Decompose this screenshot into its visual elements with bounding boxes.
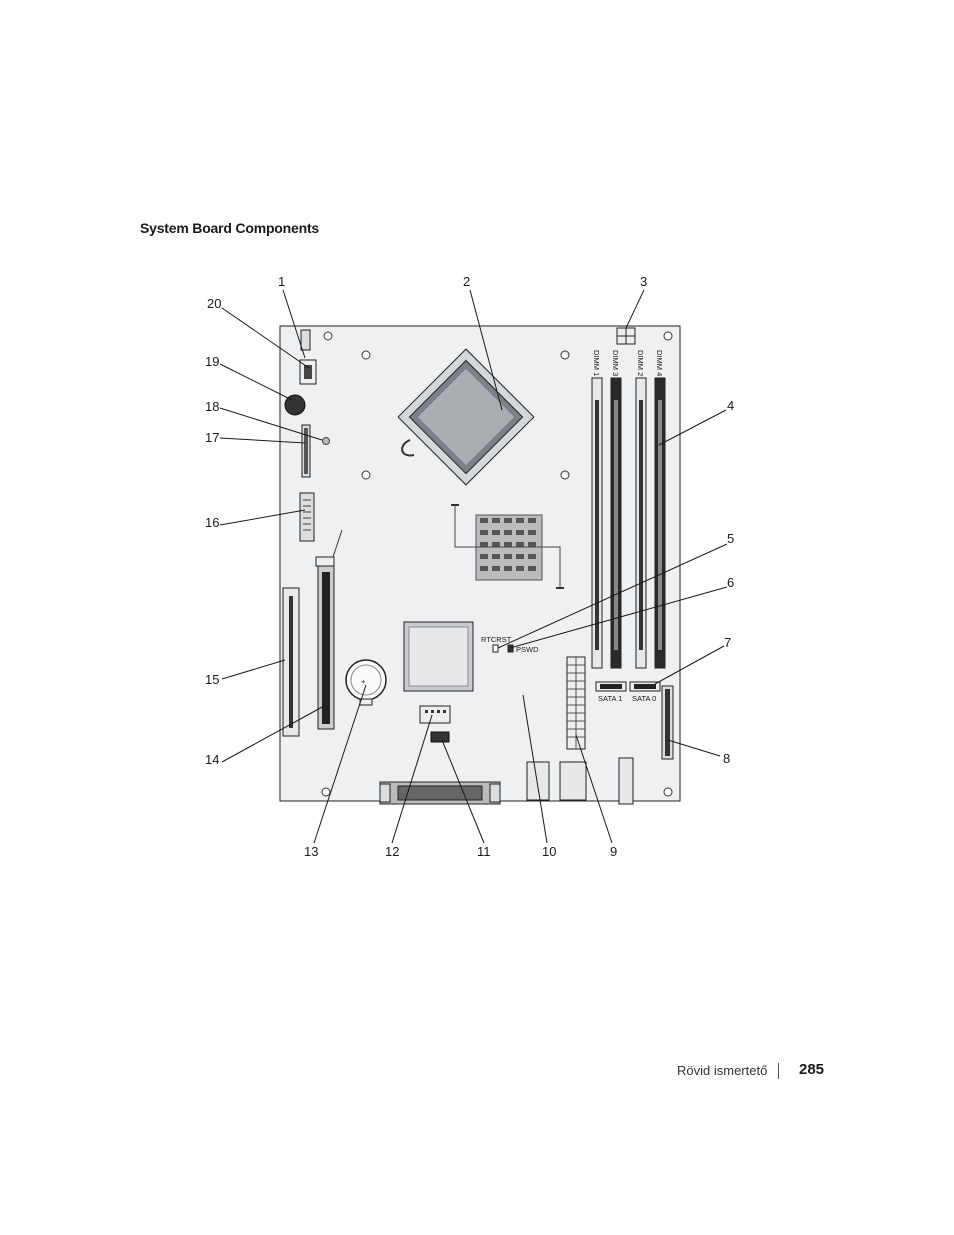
sata0-label: SATA 0: [632, 694, 656, 703]
callout-14: 14: [205, 752, 219, 767]
callout-1: 1: [278, 274, 285, 289]
page-number: 285: [799, 1061, 825, 1078]
callout-lines: [219, 289, 728, 844]
header-16: [299, 492, 315, 542]
callout-12: 12: [385, 844, 399, 859]
callout-8: 8: [723, 751, 730, 766]
header-12: [419, 705, 451, 724]
callout-20: 20: [207, 296, 221, 311]
pswd-jumper: [507, 644, 514, 653]
socket-lever: [401, 439, 415, 457]
usb-connector-b: [559, 761, 587, 801]
front-panel-connector: [300, 329, 311, 351]
led-18: [322, 437, 330, 445]
callout-16: 16: [205, 515, 219, 530]
callout-13: 13: [304, 844, 318, 859]
processor-socket: [397, 348, 535, 486]
footer-title: Rövid ismertető: [677, 1063, 768, 1078]
callout-17: 17: [205, 430, 219, 445]
callout-2: 2: [463, 274, 470, 289]
dimm4-label: DIMM 4: [655, 350, 664, 376]
callout-4: 4: [727, 398, 734, 413]
speaker: [284, 394, 306, 416]
pswd-label: PSWD: [516, 645, 539, 654]
dimm1-label: DIMM 1: [592, 350, 601, 376]
dimm2-label: DIMM 2: [636, 350, 645, 376]
battery: [345, 659, 387, 701]
callout-11: 11: [477, 844, 491, 859]
footer-separator: [778, 1063, 779, 1079]
callout-7: 7: [724, 635, 731, 650]
callout-3: 3: [640, 274, 647, 289]
callout-19: 19: [205, 354, 219, 369]
callout-9: 9: [610, 844, 617, 859]
callout-6: 6: [727, 575, 734, 590]
rtcrst-label: RTCRST: [481, 635, 512, 644]
dimm3-label: DIMM 3: [611, 350, 620, 376]
memory-slots: [591, 377, 666, 669]
rtcrst-jumper: [492, 644, 499, 653]
callout-15: 15: [205, 672, 219, 687]
svg-text:+: +: [361, 677, 366, 686]
mounting-holes: [321, 331, 673, 797]
callout-18: 18: [205, 399, 219, 414]
sata1-label: SATA 1: [598, 694, 622, 703]
usb-connector-a: [526, 761, 550, 801]
callout-5: 5: [727, 531, 734, 546]
section-heading: System Board Components: [140, 220, 319, 236]
audio-connector: [618, 757, 634, 805]
callout-10: 10: [542, 844, 556, 859]
connector-11: [430, 731, 450, 743]
